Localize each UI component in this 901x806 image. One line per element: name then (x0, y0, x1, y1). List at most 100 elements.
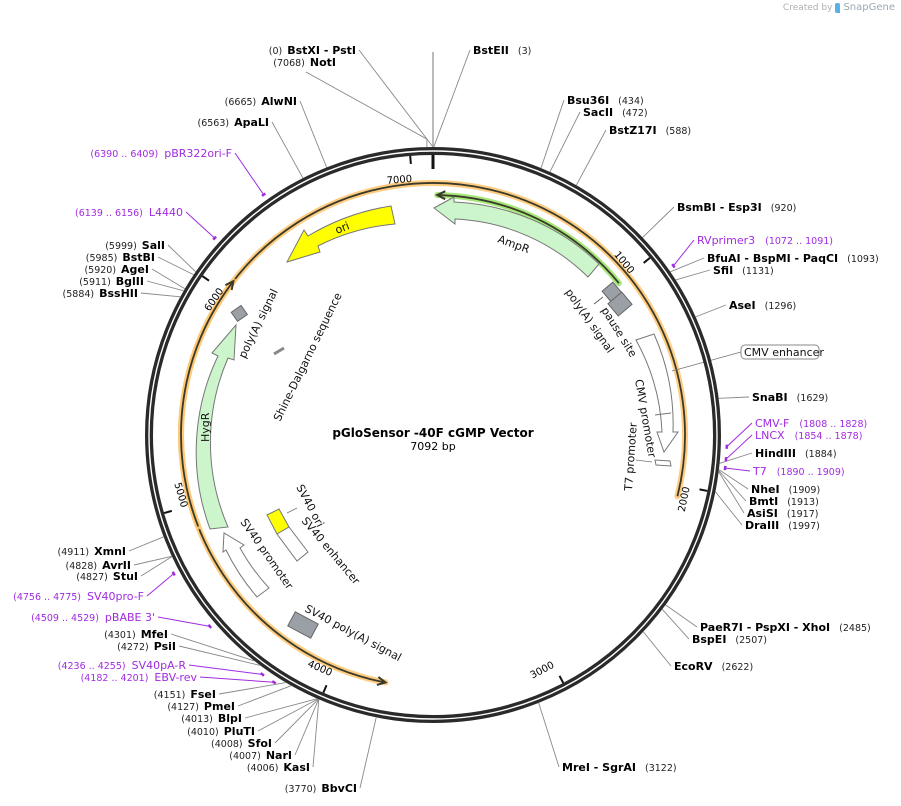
enzyme-site[interactable]: BsmBI - Esp3I(920) (677, 201, 796, 214)
enzyme-site[interactable]: PaeR7I - PspXI - XhoI(2485) (700, 621, 871, 634)
enzyme-site[interactable]: (4127)PmeI (167, 700, 235, 713)
hygr-feature[interactable] (195, 323, 237, 530)
enzyme-name[interactable]: AlwNI (261, 95, 297, 108)
t7-promoter-feature[interactable] (654, 459, 672, 467)
enzyme-name[interactable]: SfiI (713, 264, 733, 277)
enzyme-name[interactable]: BstXI - PstI (287, 44, 356, 57)
enzyme-name[interactable]: SfoI (248, 737, 272, 750)
enzyme-name[interactable]: EcoRV (674, 660, 713, 673)
enzyme-site[interactable]: (5985)BstBI (86, 251, 155, 264)
shine-dalgarno-feature[interactable] (273, 346, 285, 356)
enzyme-site[interactable]: MreI - SgrAI(3122) (562, 761, 677, 774)
primer-site[interactable]: (4182 .. 4201)EBV-rev (81, 671, 198, 684)
primer-name[interactable]: pBABE 3' (105, 611, 155, 624)
enzyme-name[interactable]: BmtI (749, 495, 778, 508)
enzyme-site[interactable]: Bsu36I(434) (567, 94, 644, 107)
enzyme-name[interactable]: BstBI (122, 251, 155, 264)
enzyme-site[interactable]: BfuAI - BspMI - PaqCI(1093) (707, 252, 879, 265)
enzyme-site[interactable]: HindIII(1884) (755, 447, 837, 460)
primer-name[interactable]: LNCX (755, 429, 785, 442)
enzyme-site[interactable]: BstZ17I(588) (609, 124, 691, 137)
enzyme-site[interactable]: (4911)XmnI (58, 545, 126, 558)
primer-site[interactable]: RVprimer3(1072 .. 1091) (697, 234, 833, 247)
orf-arc[interactable] (437, 194, 620, 284)
sv40-promoter-feature[interactable] (222, 532, 270, 598)
enzyme-name[interactable]: DraIII (745, 519, 779, 532)
enzyme-site[interactable]: (3770)BbvCI (285, 782, 357, 795)
primer-site[interactable]: (6139 .. 6156)L4440 (75, 206, 183, 219)
primer-site[interactable]: (4236 .. 4255)SV40pA-R (58, 659, 187, 672)
enzyme-site[interactable]: (6563)ApaLI (197, 116, 269, 129)
primer-site[interactable]: (4756 .. 4775)SV40pro-F (13, 590, 144, 603)
enzyme-site[interactable]: EcoRV(2622) (674, 660, 753, 673)
enzyme-site[interactable]: (4013)BlpI (181, 712, 242, 725)
cmv-enhancer-callout[interactable] (740, 344, 820, 360)
enzyme-name[interactable]: AgeI (121, 263, 149, 276)
enzyme-name[interactable]: BfuAI - BspMI - PaqCI (707, 252, 838, 265)
enzyme-site[interactable]: BstEII(3) (473, 44, 531, 57)
enzyme-name[interactable]: NarI (266, 749, 292, 762)
primer-name[interactable]: L4440 (149, 206, 183, 219)
orf-arc[interactable] (180, 280, 235, 527)
sv40-polya-box[interactable] (287, 611, 319, 639)
polya-signal-box-2[interactable] (230, 304, 249, 323)
enzyme-name[interactable]: PluTI (224, 725, 255, 738)
enzyme-name[interactable]: Bsu36I (567, 94, 609, 107)
enzyme-site[interactable]: DraIII(1997) (745, 519, 820, 532)
enzyme-name[interactable]: BstEII (473, 44, 509, 57)
ampr-feature[interactable] (433, 196, 600, 278)
enzyme-site[interactable]: (4272)PsiI (117, 640, 176, 653)
enzyme-name[interactable]: HindIII (755, 447, 796, 460)
enzyme-name[interactable]: SnaBI (752, 391, 788, 404)
enzyme-site[interactable]: SfiI(1131) (713, 264, 774, 277)
enzyme-site[interactable]: (4006)KasI (247, 761, 310, 774)
enzyme-site[interactable]: (4008)SfoI (211, 737, 272, 750)
enzyme-name[interactable]: SalI (142, 239, 165, 252)
primer-site[interactable]: LNCX(1854 .. 1878) (755, 429, 862, 442)
enzyme-site[interactable]: (5999)SalI (105, 239, 165, 252)
enzyme-name[interactable]: PmeI (204, 700, 235, 713)
cmv-promoter-feature[interactable] (635, 333, 679, 454)
enzyme-name[interactable]: PsiI (154, 640, 176, 653)
enzyme-name[interactable]: SacII (583, 106, 613, 119)
primer-name[interactable]: SV40pA-R (132, 659, 187, 672)
enzyme-site[interactable]: (5884)BssHII (63, 287, 138, 300)
enzyme-site[interactable]: (4301)MfeI (104, 628, 168, 641)
enzyme-name[interactable]: StuI (113, 570, 138, 583)
enzyme-name[interactable]: FseI (190, 688, 216, 701)
enzyme-site[interactable]: (4007)NarI (229, 749, 292, 762)
enzyme-name[interactable]: MreI - SgrAI (562, 761, 636, 774)
enzyme-site[interactable]: (5911)BglII (79, 275, 144, 288)
enzyme-name[interactable]: NheI (751, 483, 780, 496)
enzyme-site[interactable]: (4827)StuI (76, 570, 138, 583)
primer-site[interactable]: CMV-F(1808 .. 1828) (755, 417, 867, 430)
enzyme-name[interactable]: BsmBI - Esp3I (677, 201, 762, 214)
enzyme-name[interactable]: BssHII (99, 287, 138, 300)
enzyme-site[interactable]: (4828)AvrII (66, 559, 132, 572)
enzyme-name[interactable]: AsiSI (747, 507, 778, 520)
enzyme-name[interactable]: NotI (310, 56, 336, 69)
enzyme-name[interactable]: BglII (116, 275, 144, 288)
enzyme-name[interactable]: ApaLI (234, 116, 269, 129)
enzyme-site[interactable]: AseI(1296) (729, 299, 796, 312)
ori-feature[interactable] (285, 205, 396, 263)
primer-name[interactable]: CMV-F (755, 417, 789, 430)
primer-site[interactable]: (6390 .. 6409)pBR322ori-F (90, 147, 232, 160)
enzyme-name[interactable]: BspEI (692, 633, 726, 646)
enzyme-name[interactable]: MfeI (141, 628, 168, 641)
enzyme-site[interactable]: SnaBI(1629) (752, 391, 828, 404)
enzyme-name[interactable]: BbvCI (321, 782, 357, 795)
enzyme-name[interactable]: KasI (283, 761, 310, 774)
enzyme-name[interactable]: BlpI (218, 712, 242, 725)
enzyme-site[interactable]: NheI(1909) (751, 483, 820, 496)
enzyme-site[interactable]: (4010)PluTI (187, 725, 255, 738)
enzyme-site[interactable]: AsiSI(1917) (747, 507, 818, 520)
primer-name[interactable]: pBR322ori-F (164, 147, 232, 160)
primer-name[interactable]: SV40pro-F (87, 590, 144, 603)
enzyme-site[interactable]: SacII(472) (583, 106, 648, 119)
primer-name[interactable]: T7 (752, 465, 767, 478)
sv40-enhancer-feature[interactable] (276, 526, 309, 562)
enzyme-site[interactable]: (0)BstXI - PstI (269, 44, 356, 57)
enzyme-name[interactable]: AseI (729, 299, 756, 312)
enzyme-site[interactable]: BspEI(2507) (692, 633, 767, 646)
